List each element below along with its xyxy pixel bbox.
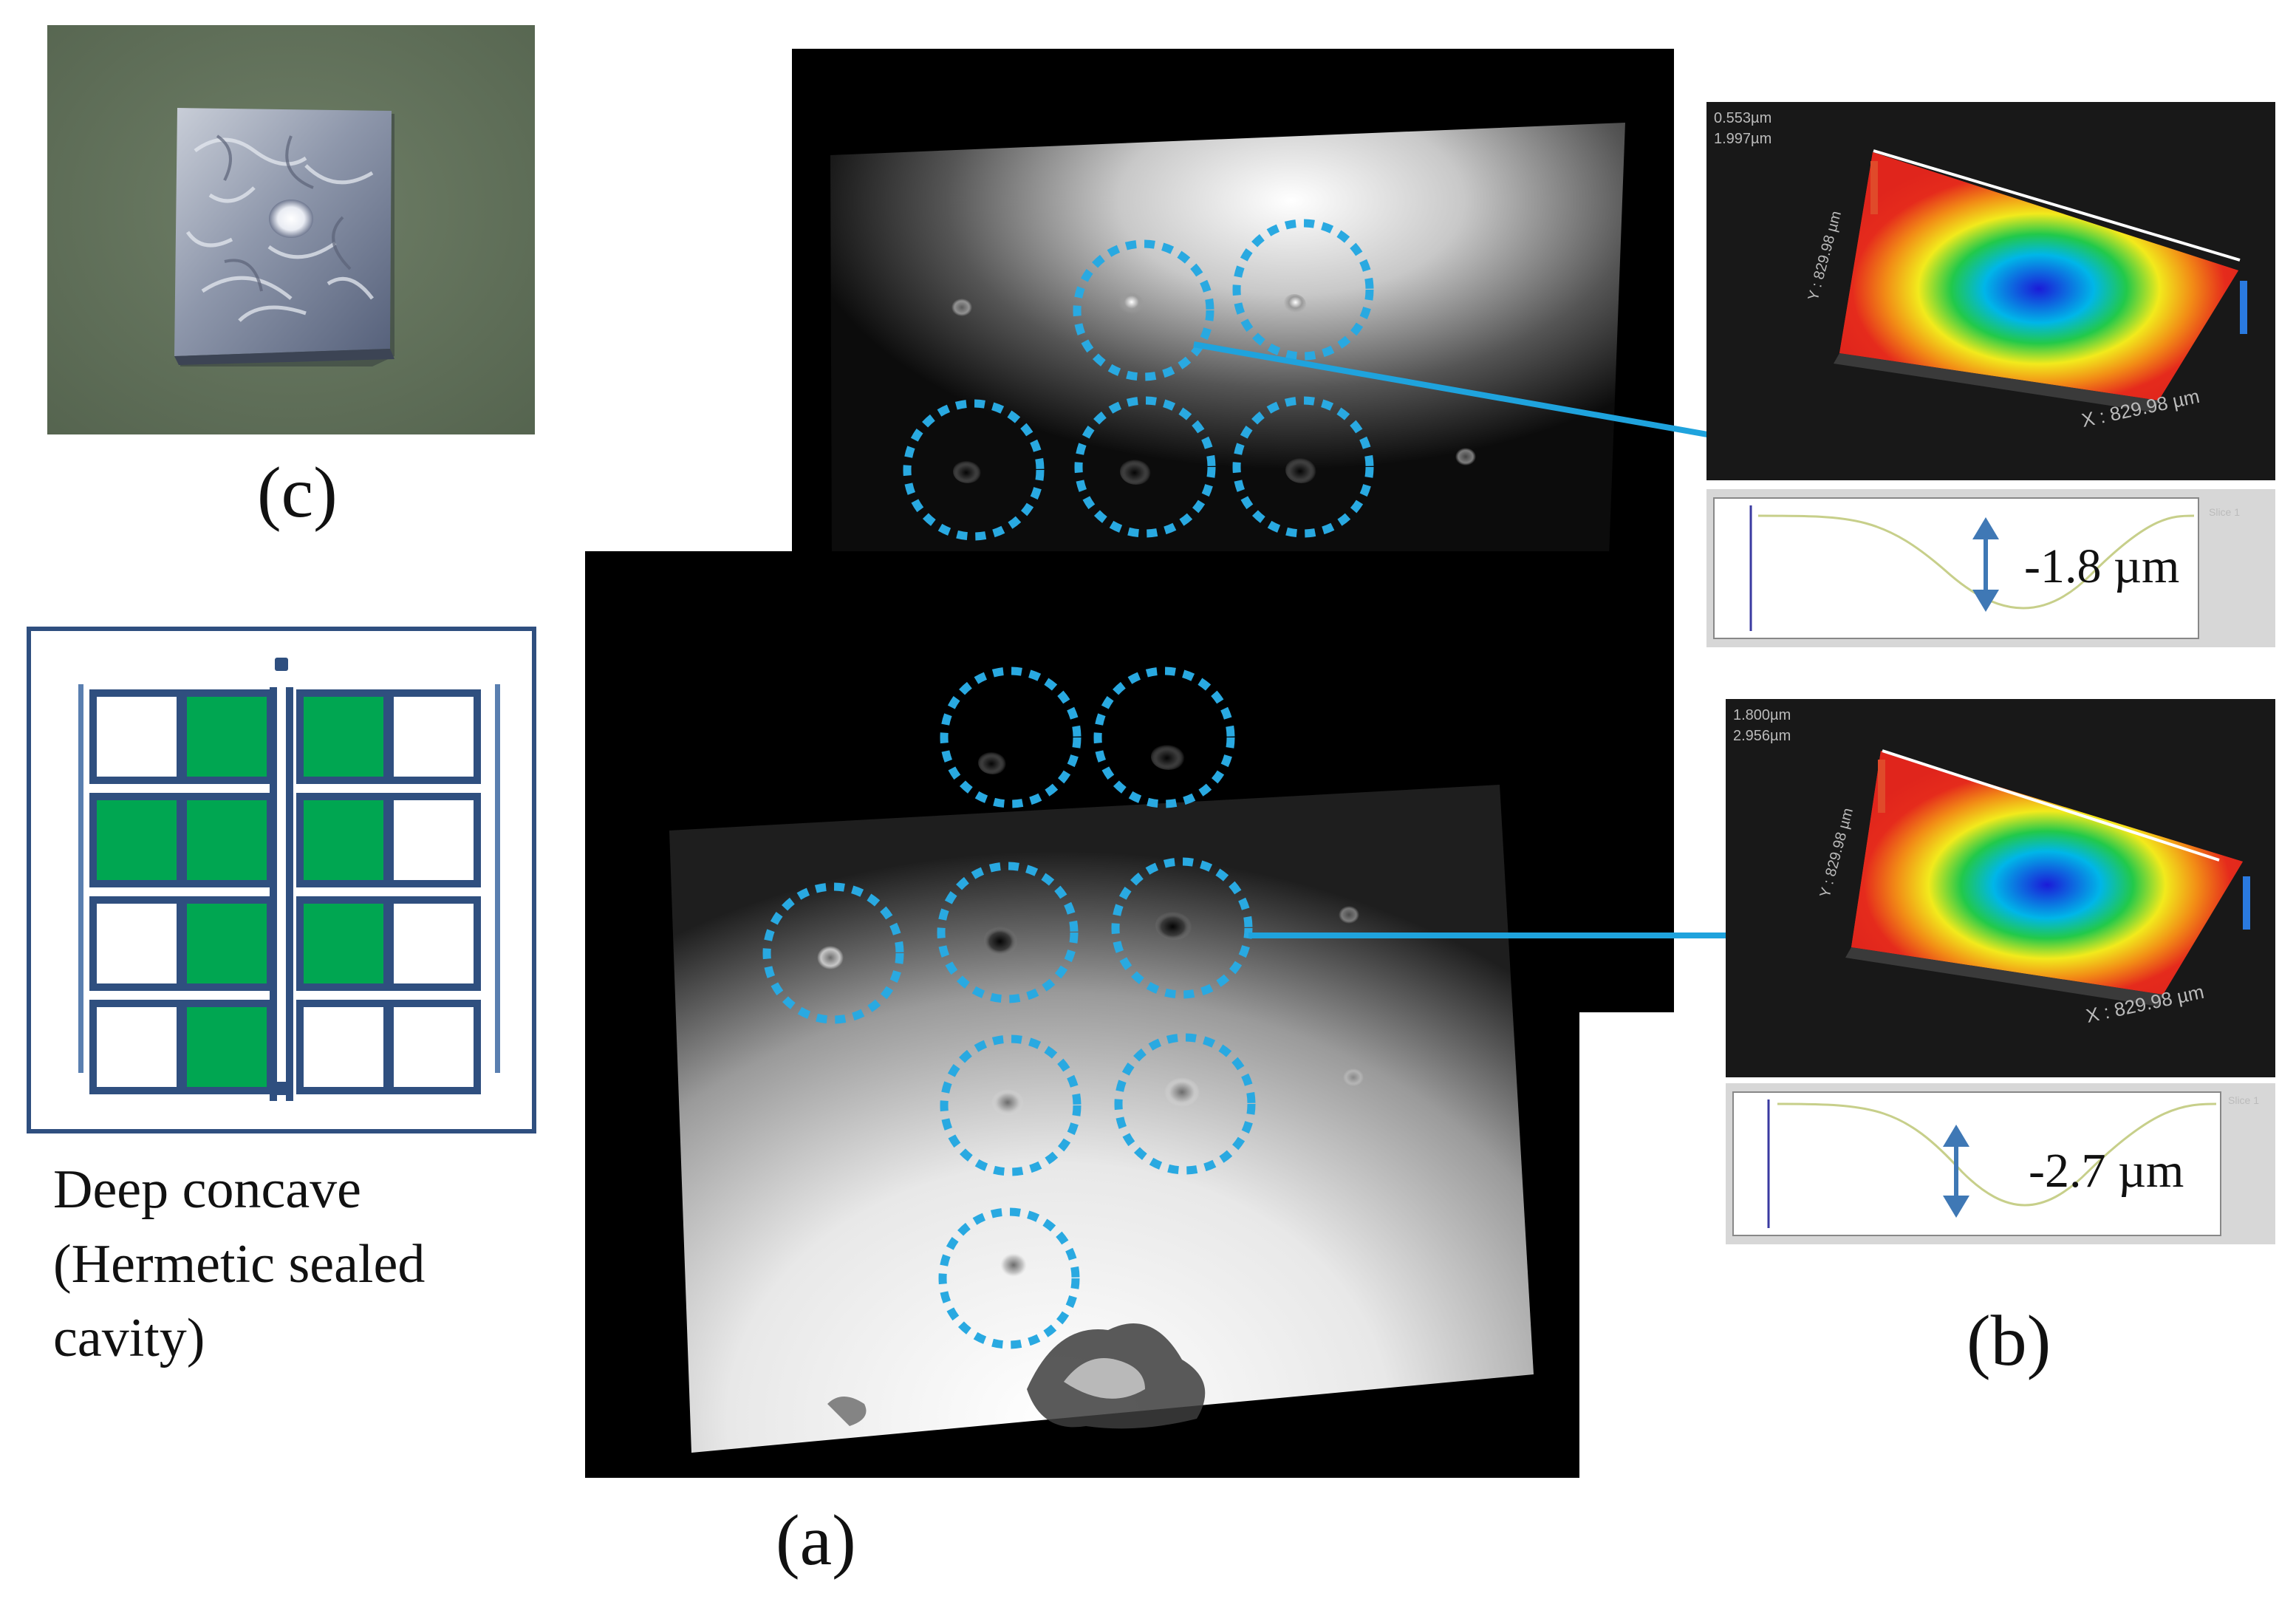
grid-cell-empty (386, 896, 481, 991)
top-scale-left (1870, 161, 1878, 214)
profilometer-top: 0.553µm 1.997µm X : 829.98 µm Y : 829.98… (1706, 102, 2275, 647)
cavity-layout-diagram (27, 627, 536, 1133)
bottom-scale-left (1878, 760, 1885, 813)
grid-cell-empty (386, 793, 481, 887)
grid-cell-empty (296, 1000, 391, 1094)
panel-label-a: (a) (776, 1501, 856, 1581)
bottom-scale-right (2243, 876, 2250, 930)
highlight-circle (1093, 666, 1235, 808)
highlight-circle (940, 666, 1082, 808)
bottom-profile-curve (1777, 1102, 2217, 1207)
grid-cell-empty (89, 689, 184, 784)
top-slice-line (1873, 149, 2241, 262)
highlight-circle (1232, 219, 1374, 361)
cell-grid (89, 687, 481, 1101)
top-image-surface (830, 123, 1625, 556)
caption-line-1: Deep concave (53, 1159, 362, 1220)
panel-label-b: (b) (1967, 1301, 2051, 1381)
profilometer-bottom: 1.800µm 2.956µm X : 829.98 µm Y : 829.98… (1726, 699, 2275, 1244)
arrow-top-line (1193, 341, 1759, 446)
highlight-circle (903, 399, 1045, 541)
top-readout-2: 1.997µm (1714, 131, 1771, 147)
highlight-circle (937, 862, 1079, 1003)
bottom-depth-value: -2.7 µm (2029, 1144, 2184, 1198)
top-pad (275, 658, 288, 671)
highlight-circle (1232, 396, 1374, 538)
center-trace (270, 687, 277, 1101)
top-heatmap (1839, 152, 2238, 400)
right-rail (495, 684, 500, 1073)
bottom-heatmap (1851, 751, 2243, 995)
top-profile-curve (1757, 514, 2195, 610)
bottom-readout-2: 2.956µm (1733, 728, 1791, 744)
chip-photo (47, 25, 535, 434)
grid-cell-empty (386, 689, 481, 784)
highlight-circle (940, 1034, 1082, 1176)
grid-cell-empty (386, 1000, 481, 1094)
top-legend: Slice 1 (2209, 506, 2240, 518)
highlight-circle (1073, 239, 1214, 381)
highlight-circle (938, 1207, 1080, 1349)
top-scale-right (2240, 281, 2247, 334)
top-readout-1: 0.553µm (1714, 110, 1771, 126)
highlight-circle (1114, 1033, 1256, 1175)
bottom-image-surface (669, 785, 1534, 1453)
highlight-circle (1074, 396, 1216, 538)
bottom-legend: Slice 1 (2228, 1094, 2259, 1106)
diagram-caption: Deep concave (Hermetic sealed cavity) (53, 1153, 425, 1376)
caption-line-2: (Hermetic sealed (53, 1233, 426, 1295)
caption-line-3: cavity) (53, 1308, 205, 1369)
highlight-circles (762, 219, 1374, 1349)
bottom-pad (275, 1082, 288, 1095)
left-rail (78, 684, 83, 1073)
grid-cell-empty (89, 896, 184, 991)
bottom-slice-line (1882, 749, 2220, 862)
pits (817, 293, 1476, 1277)
top-depth-value: -1.8 µm (2024, 539, 2179, 593)
center-trace (286, 687, 293, 1101)
bottom-readout-1: 1.800µm (1733, 707, 1791, 723)
panel-label-c: (c) (257, 453, 338, 533)
highlight-circle (762, 882, 904, 1024)
highlight-circle (1111, 857, 1253, 999)
